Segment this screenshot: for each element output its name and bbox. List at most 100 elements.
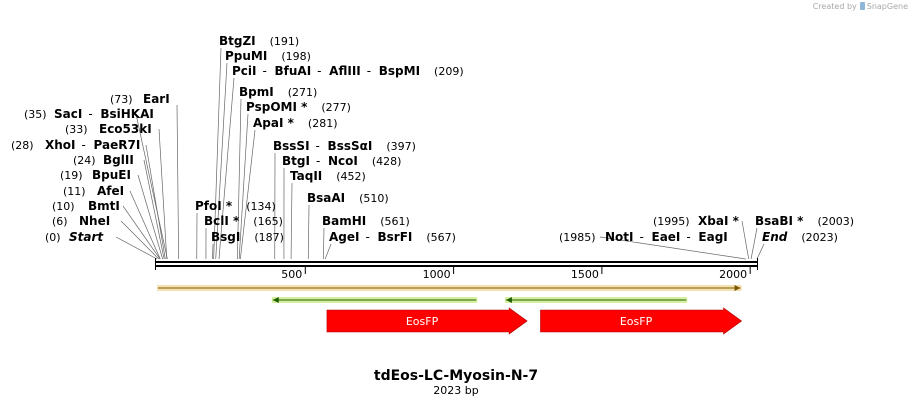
site-label-ppumi[interactable]: PpuMI(198) — [225, 49, 311, 63]
site-label-nhei[interactable]: (6) NheI — [52, 214, 110, 228]
leader-line — [115, 236, 158, 260]
leader-line — [218, 77, 235, 260]
site-position: (28) — [11, 139, 34, 152]
site-label-apai[interactable]: ApaI *(281) — [253, 116, 338, 130]
cds-arrow — [326, 307, 528, 335]
site-position: (271) — [288, 86, 318, 99]
site-label-afei[interactable]: (11)AfeI — [63, 184, 124, 198]
site-name: AfeI — [97, 184, 124, 198]
leader-line — [135, 113, 168, 260]
feature-eosfp-2[interactable]: EosFP — [540, 307, 743, 335]
site-position: (510) — [359, 192, 389, 205]
site-separator: - — [317, 64, 321, 78]
site-position: (73) — [110, 93, 133, 106]
site-name: XhoI — [45, 138, 76, 152]
site-position: (24) — [73, 154, 96, 167]
site-name: BmtI — [88, 199, 120, 213]
site-label-pcii[interactable]: PciI-BfuAI-AflIII-BspMI(209) — [232, 64, 464, 78]
scale-tick-label: 1000 — [423, 268, 451, 281]
site-position: (2003) — [817, 215, 854, 228]
site-label-end[interactable]: End(2023) — [762, 230, 838, 244]
site-label-xbai[interactable]: (1995) XbaI * — [653, 214, 740, 228]
site-label-bsabi[interactable]: BsaBI * (2003) — [755, 214, 854, 228]
site-label-xhoi[interactable]: (28)XhoI-PaeR7I — [11, 138, 140, 152]
feature-orf-rev-1[interactable] — [271, 297, 478, 303]
site-separator: - — [367, 64, 371, 78]
site-label-pspomi[interactable]: PspOMI *(277) — [246, 100, 351, 114]
cds-label: EosFP — [406, 315, 439, 328]
leader-line — [239, 129, 256, 260]
site-label-start[interactable]: (0)Start — [45, 230, 104, 244]
feature-orf-rev-2[interactable] — [504, 297, 688, 303]
site-name: EarI — [143, 92, 170, 106]
site-label-bsaai[interactable]: BsaAI(510) — [307, 191, 389, 205]
site-label-taqii[interactable]: TaqII(452) — [290, 169, 366, 183]
site-position: (561) — [380, 215, 410, 228]
features: EosFP EosFP — [157, 285, 743, 335]
site-position: (1985) — [559, 231, 596, 244]
site-name: NheI — [79, 214, 110, 228]
site-name: BfuAI — [275, 64, 312, 78]
site-label-bamhi[interactable]: BamHI (561) — [322, 214, 410, 228]
site-label-bpuei[interactable]: (19)BpuEI — [60, 168, 131, 182]
snapgene-logo-icon — [859, 2, 865, 10]
site-label-bpmi[interactable]: BpmI(271) — [239, 85, 317, 99]
site-position: (187) — [254, 231, 284, 244]
site-name: BtgZI — [219, 34, 256, 48]
site-name: BamHI — [322, 214, 366, 228]
site-name: XbaI * — [698, 214, 740, 228]
site-name: EagI — [698, 230, 727, 244]
site-position: (1995) — [653, 215, 690, 228]
leader-line — [756, 243, 765, 260]
scale-tick-label: 2000 — [719, 268, 747, 281]
site-position: (165) — [253, 215, 283, 228]
site-label-agei[interactable]: AgeI-BsrFI(567) — [329, 230, 456, 244]
site-name: BglII — [103, 153, 134, 167]
site-name: BsaBI * — [755, 214, 804, 228]
site-label-eari[interactable]: (73) EarI — [110, 92, 170, 106]
site-label-bcli[interactable]: BclI * (165) — [204, 214, 283, 228]
sequence-backbone — [155, 258, 758, 270]
leader-line — [158, 128, 168, 260]
site-name: BsrFI — [377, 230, 412, 244]
leader-line — [750, 227, 758, 260]
leader-line — [323, 227, 325, 260]
site-label-pfoi[interactable]: PfoI *(134) — [195, 199, 276, 213]
site-separator: - — [365, 230, 369, 244]
site-position: (277) — [321, 101, 351, 114]
scale-tick-label: 500 — [281, 268, 302, 281]
leader-line — [324, 243, 332, 260]
site-position: (10) — [52, 200, 75, 213]
feature-orf-main[interactable] — [157, 285, 742, 291]
leader-line — [290, 182, 293, 260]
site-label-btgzi[interactable]: BtgZI(191) — [219, 34, 299, 48]
site-label-noti[interactable]: (1985)NotI-EaeI-EagI — [559, 230, 728, 244]
site-name: BclI * — [204, 214, 240, 228]
site-label-bsgi[interactable]: BsgI(187) — [211, 230, 284, 244]
site-separator: - — [686, 230, 690, 244]
leader-line — [137, 174, 163, 260]
site-name: NotI — [605, 230, 634, 244]
site-label-saci[interactable]: (35)SacI-BsiHKAI — [24, 107, 154, 121]
feature-eosfp-1[interactable]: EosFP — [326, 307, 528, 335]
site-position: (35) — [24, 108, 47, 121]
site-position: (428) — [372, 155, 402, 168]
site-label-eco53ki[interactable]: (33)Eco53kI — [65, 122, 152, 136]
site-label-btgi[interactable]: BtgI-NcoI(428) — [282, 154, 401, 168]
watermark-brand: SnapGene — [866, 2, 908, 11]
leader-line — [741, 220, 750, 260]
cds-label: EosFP — [620, 315, 653, 328]
site-separator: - — [263, 64, 267, 78]
site-position: (6) — [52, 215, 68, 228]
site-label-bglii[interactable]: (24) BglII — [73, 153, 134, 167]
leader-line — [120, 220, 160, 260]
site-name: NcoI — [328, 154, 358, 168]
site-label-bsssi[interactable]: BssSI-BssSαI(397) — [273, 139, 416, 153]
site-label-bmti[interactable]: (10) BmtI — [52, 199, 120, 213]
site-position: (397) — [386, 140, 416, 153]
site-position: (19) — [60, 169, 83, 182]
leader-line — [122, 205, 161, 260]
